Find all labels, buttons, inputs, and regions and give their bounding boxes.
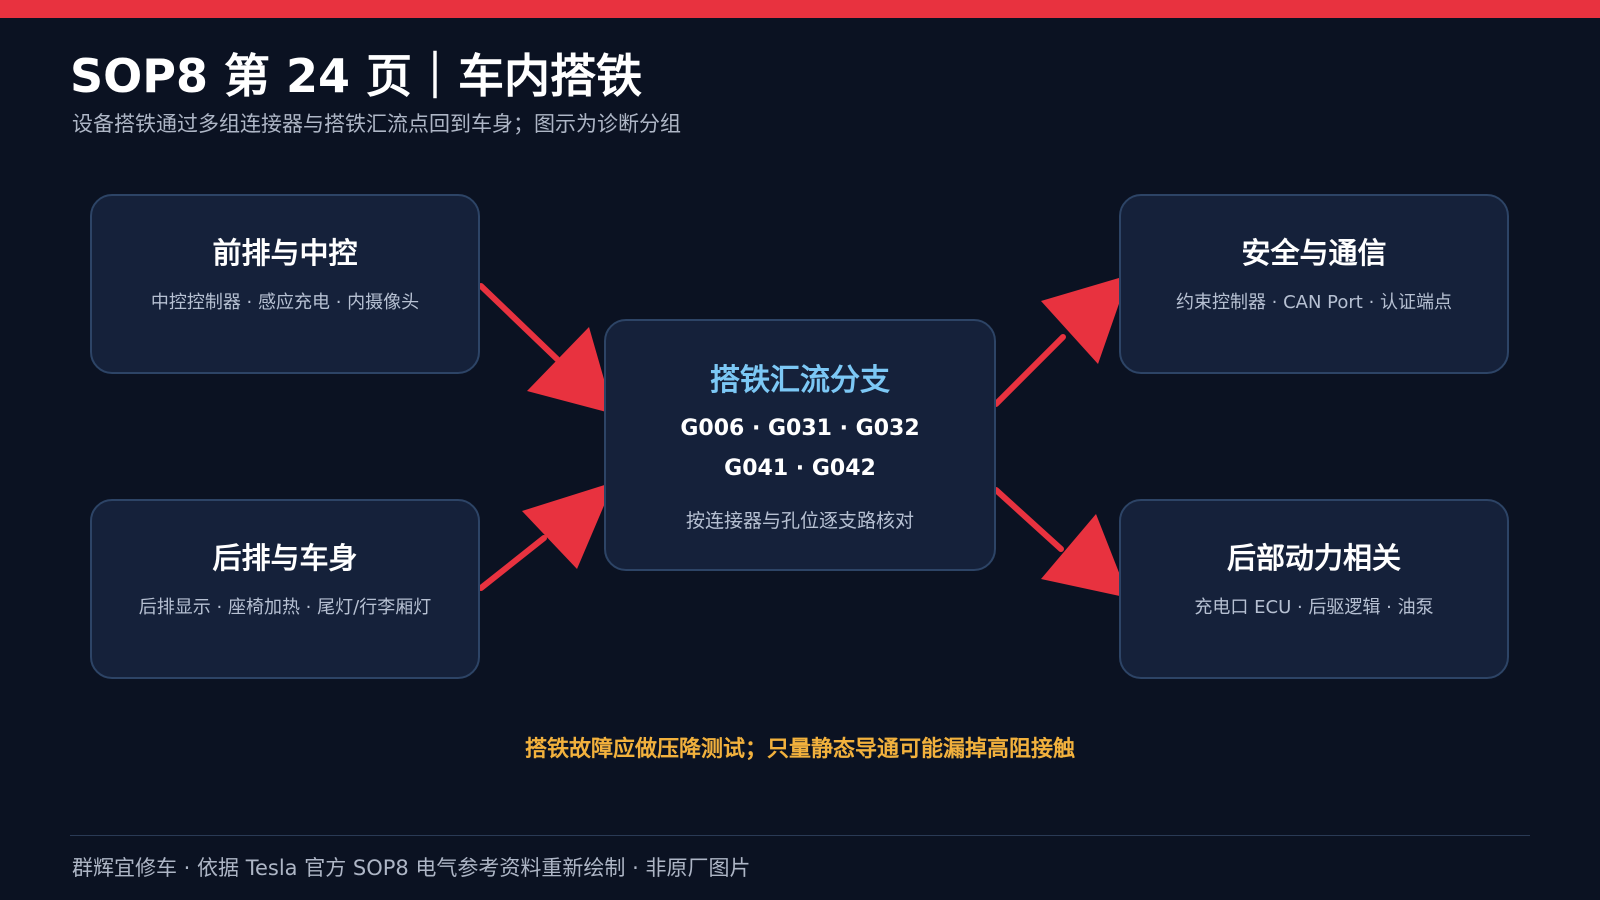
hub-connectors-line-1: G006 · G031 · G032 xyxy=(680,416,920,441)
arrow-hub-to-power xyxy=(993,487,1129,598)
page-subtitle: 设备搭铁通过多组连接器与搭铁汇流点回到车身；图示为诊断分组 xyxy=(72,112,681,136)
group-title-safety: 安全与通信 xyxy=(1241,236,1387,270)
arrow-rear-to-hub xyxy=(478,482,614,591)
group-box-safety: 安全与通信 约束控制器 · CAN Port · 认证端点 xyxy=(1119,194,1509,374)
group-box-power: 后部动力相关 充电口 ECU · 后驱逻辑 · 油泵 xyxy=(1119,499,1509,679)
ground-hub-box: 搭铁汇流分支 G006 · G031 · G032 G041 · G042 按连… xyxy=(604,319,996,571)
group-title-front: 前排与中控 xyxy=(212,236,358,270)
group-box-front: 前排与中控 中控控制器 · 感应充电 · 内摄像头 xyxy=(90,194,480,374)
hub-title: 搭铁汇流分支 xyxy=(710,363,890,398)
hub-note: 按连接器与孔位逐支路核对 xyxy=(685,510,914,532)
top-accent-bar xyxy=(0,0,1600,18)
group-title-power: 后部动力相关 xyxy=(1226,541,1401,575)
group-items-power: 充电口 ECU · 后驱逻辑 · 油泵 xyxy=(1194,597,1434,618)
group-box-rear: 后排与车身 后排显示 · 座椅加热 · 尾灯/行李厢灯 xyxy=(90,499,480,679)
arrow-front-to-hub xyxy=(478,283,614,414)
footer-divider xyxy=(70,835,1530,836)
footer-credit: 群辉宜修车 · 依据 Tesla 官方 SOP8 电气参考资料重新绘制 · 非原… xyxy=(72,856,751,880)
hub-connectors-line-2: G041 · G042 xyxy=(724,456,876,481)
group-title-rear: 后排与车身 xyxy=(212,541,358,575)
warning-note: 搭铁故障应做压降测试；只量静态导通可能漏掉高阻接触 xyxy=(524,737,1075,762)
group-items-front: 中控控制器 · 感应充电 · 内摄像头 xyxy=(150,292,420,313)
page-title: SOP8 第 24 页｜车内搭铁 xyxy=(70,49,643,103)
group-items-rear: 后排显示 · 座椅加热 · 尾灯/行李厢灯 xyxy=(138,597,432,618)
arrow-hub-to-safety xyxy=(993,275,1129,407)
group-items-safety: 约束控制器 · CAN Port · 认证端点 xyxy=(1175,292,1453,313)
